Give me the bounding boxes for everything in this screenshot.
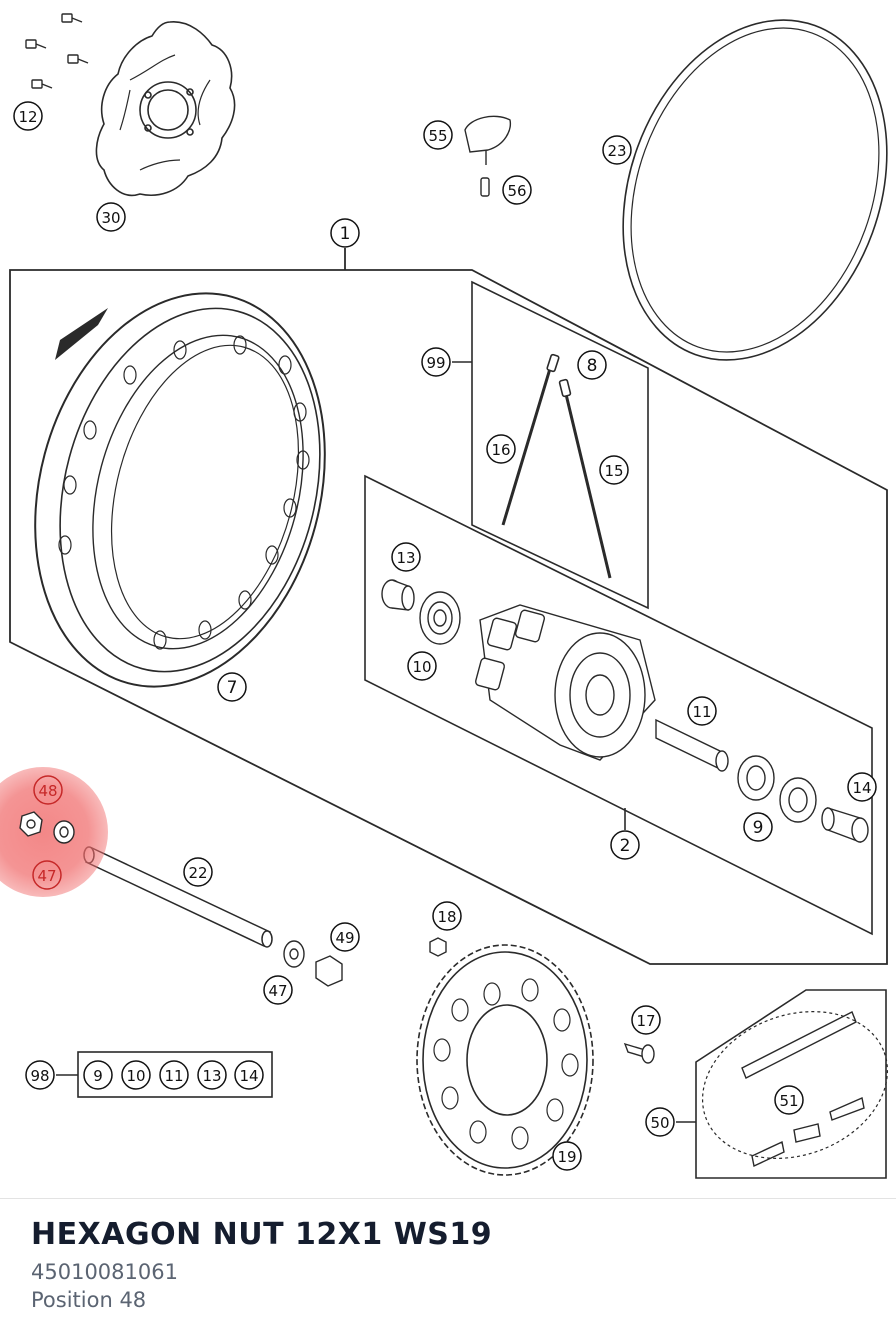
- part-number: 45010081061: [31, 1260, 178, 1284]
- callout-99[interactable]: 99: [421, 347, 451, 377]
- svg-text:9: 9: [93, 1067, 103, 1085]
- callout-1[interactable]: 1: [330, 218, 360, 248]
- highlighted-nut-washer: [19, 811, 75, 844]
- svg-text:51: 51: [779, 1092, 798, 1110]
- sprocket-fasteners: [429, 937, 655, 1064]
- svg-text:11: 11: [164, 1067, 183, 1085]
- kit-callout-10[interactable]: 10: [121, 1060, 151, 1090]
- hub-parts: [381, 579, 869, 844]
- callout-14[interactable]: 14: [847, 772, 877, 802]
- callout-23[interactable]: 23: [602, 135, 632, 165]
- callout-56[interactable]: 56: [502, 175, 532, 205]
- axle: [83, 846, 273, 948]
- callout-10[interactable]: 10: [407, 651, 437, 681]
- callout-12[interactable]: 12: [13, 101, 43, 131]
- disc-bolts: [25, 13, 89, 89]
- callout-48-highlighted[interactable]: 48: [33, 775, 63, 805]
- exploded-parts-diagram: 1 2 7 8 9 10 11 12 13 14 15 16 17 18 19 …: [0, 13, 889, 1179]
- svg-text:10: 10: [126, 1067, 145, 1085]
- svg-text:48: 48: [38, 782, 57, 800]
- svg-text:23: 23: [607, 142, 626, 160]
- brake-disc: [95, 21, 236, 197]
- svg-text:14: 14: [239, 1067, 258, 1085]
- wheel-rim: [34, 292, 326, 688]
- callout-11[interactable]: 11: [687, 696, 717, 726]
- rear-sprocket: [416, 944, 594, 1176]
- spoke-set-box: [452, 280, 649, 610]
- svg-text:11: 11: [692, 703, 711, 721]
- svg-text:30: 30: [101, 209, 120, 227]
- kit-callout-14[interactable]: 14: [234, 1060, 264, 1090]
- callout-49[interactable]: 49: [330, 922, 360, 952]
- svg-text:15: 15: [604, 462, 623, 480]
- callout-8[interactable]: 8: [577, 350, 607, 380]
- axle-washer-nut: [283, 940, 343, 987]
- callout-2[interactable]: 2: [610, 830, 640, 860]
- info-divider: [0, 1198, 896, 1199]
- svg-text:56: 56: [507, 182, 526, 200]
- svg-text:19: 19: [557, 1148, 576, 1166]
- svg-text:8: 8: [587, 356, 598, 376]
- callout-55[interactable]: 55: [423, 120, 453, 150]
- callout-16[interactable]: 16: [486, 434, 516, 464]
- kit-callout-13[interactable]: 13: [197, 1060, 227, 1090]
- callout-15[interactable]: 15: [599, 455, 629, 485]
- svg-text:1: 1: [340, 224, 351, 244]
- kit-callout-9[interactable]: 9: [83, 1060, 113, 1090]
- part-info-panel: HEXAGON NUT 12X1 WS19 45010081061 Positi…: [31, 1212, 492, 1314]
- tire-valve: [464, 115, 512, 197]
- callout-9[interactable]: 9: [743, 812, 773, 842]
- callout-47-lower[interactable]: 47: [263, 975, 293, 1005]
- svg-text:98: 98: [30, 1067, 49, 1085]
- callout-13[interactable]: 13: [391, 542, 421, 572]
- kit-box: [56, 1051, 273, 1098]
- svg-text:13: 13: [396, 549, 415, 567]
- callout-47-highlighted[interactable]: 47: [32, 860, 62, 890]
- svg-text:12: 12: [18, 108, 37, 126]
- svg-text:17: 17: [636, 1012, 655, 1030]
- part-title: HEXAGON NUT 12X1 WS19: [31, 1217, 493, 1252]
- callout-22[interactable]: 22: [183, 857, 213, 887]
- callout-19[interactable]: 19: [552, 1141, 582, 1171]
- svg-text:14: 14: [852, 779, 871, 797]
- svg-text:47: 47: [268, 982, 287, 1000]
- svg-text:55: 55: [428, 127, 447, 145]
- svg-text:13: 13: [202, 1067, 221, 1085]
- svg-text:2: 2: [620, 836, 631, 856]
- kit-callout-11[interactable]: 11: [159, 1060, 189, 1090]
- svg-text:47: 47: [37, 867, 56, 885]
- inner-tube: [622, 19, 888, 361]
- wheel-assembly-frame: [9, 248, 888, 965]
- svg-text:99: 99: [426, 354, 445, 372]
- hub-assembly-box: [364, 474, 873, 936]
- svg-text:18: 18: [437, 908, 456, 926]
- callout-18[interactable]: 18: [432, 901, 462, 931]
- svg-text:50: 50: [650, 1114, 669, 1132]
- chain-box: [676, 989, 889, 1179]
- callout-50[interactable]: 50: [645, 1107, 675, 1137]
- svg-text:16: 16: [491, 441, 510, 459]
- svg-text:9: 9: [753, 818, 764, 838]
- callout-7[interactable]: 7: [217, 672, 247, 702]
- svg-text:49: 49: [335, 929, 354, 947]
- svg-text:10: 10: [412, 658, 431, 676]
- svg-text:22: 22: [188, 864, 207, 882]
- callout-30[interactable]: 30: [96, 202, 126, 232]
- callout-51[interactable]: 51: [774, 1085, 804, 1115]
- callout-17[interactable]: 17: [631, 1005, 661, 1035]
- callout-98[interactable]: 98: [25, 1060, 55, 1090]
- part-position: Position 48: [31, 1288, 147, 1312]
- svg-text:7: 7: [227, 678, 238, 698]
